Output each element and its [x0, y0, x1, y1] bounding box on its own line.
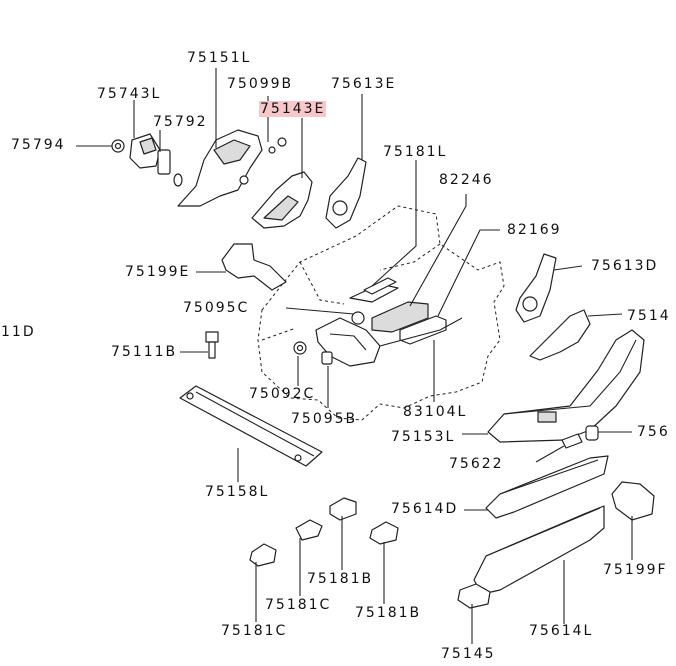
label-11D: 11D — [1, 324, 36, 340]
label-75111B: 75111B — [111, 344, 178, 360]
label-75181L: 75181L — [383, 144, 448, 160]
small-fasteners — [293, 341, 333, 365]
part-75158L-rail — [179, 385, 323, 467]
label-756: 756 — [637, 424, 670, 440]
label-75199E: 75199E — [125, 264, 191, 280]
label-7514: 7514 — [627, 308, 671, 324]
label-75743L: 75743L — [97, 86, 162, 102]
label-82246: 82246 — [439, 172, 494, 188]
label-75613E: 75613E — [331, 76, 397, 92]
trim-plugs — [561, 425, 599, 449]
label-75199F: 75199F — [603, 562, 668, 578]
label-75792: 75792 — [153, 114, 208, 130]
part-75095C-clip — [351, 311, 365, 325]
part-75613D-cover — [515, 253, 557, 323]
part-75145-cap — [457, 583, 491, 609]
power-switch-parts — [371, 301, 447, 345]
label-75095B: 75095B — [291, 411, 358, 427]
label-75181C: 75181C — [265, 597, 332, 613]
label-75181B-lower: 75181B — [355, 605, 422, 621]
label-75151L: 75151L — [187, 50, 252, 66]
seat-clips — [249, 497, 399, 567]
part-75199F-bracket — [611, 481, 655, 521]
seat-frame-outline — [257, 205, 505, 421]
label-83104L: 83104L — [403, 404, 468, 420]
label-75613D: 75613D — [591, 258, 659, 274]
label-75614L: 75614L — [529, 623, 594, 639]
label-75181C-lower: 75181C — [221, 623, 288, 639]
label-75614D: 75614D — [391, 501, 459, 517]
label-75794: 75794 — [11, 137, 66, 153]
label-75145: 75145 — [441, 646, 496, 662]
knob-assembly — [111, 133, 183, 187]
label-75158L: 75158L — [205, 484, 270, 500]
part-75181L — [349, 277, 399, 303]
part-75099B-screw — [268, 137, 287, 154]
label-75099B: 75099B — [227, 76, 294, 92]
label-75622: 75622 — [449, 456, 504, 472]
part-75143E-lever — [251, 171, 313, 229]
part-75151L-cover — [177, 129, 263, 207]
label-75181B: 75181B — [307, 571, 374, 587]
leader-lines — [76, 68, 633, 644]
label-75153L: 75153L — [391, 429, 456, 445]
label-75092C: 75092C — [249, 386, 316, 402]
label-75143E: 75143E — [259, 101, 327, 117]
label-75095C: 75095C — [183, 300, 250, 316]
part-75111B-bolt — [205, 331, 219, 359]
part-7514-lever — [529, 309, 591, 361]
part-75614D-trim — [485, 455, 609, 519]
part-75613E-cover — [325, 157, 367, 229]
part-75199E-bracket — [221, 243, 287, 291]
label-82169: 82169 — [507, 222, 562, 238]
